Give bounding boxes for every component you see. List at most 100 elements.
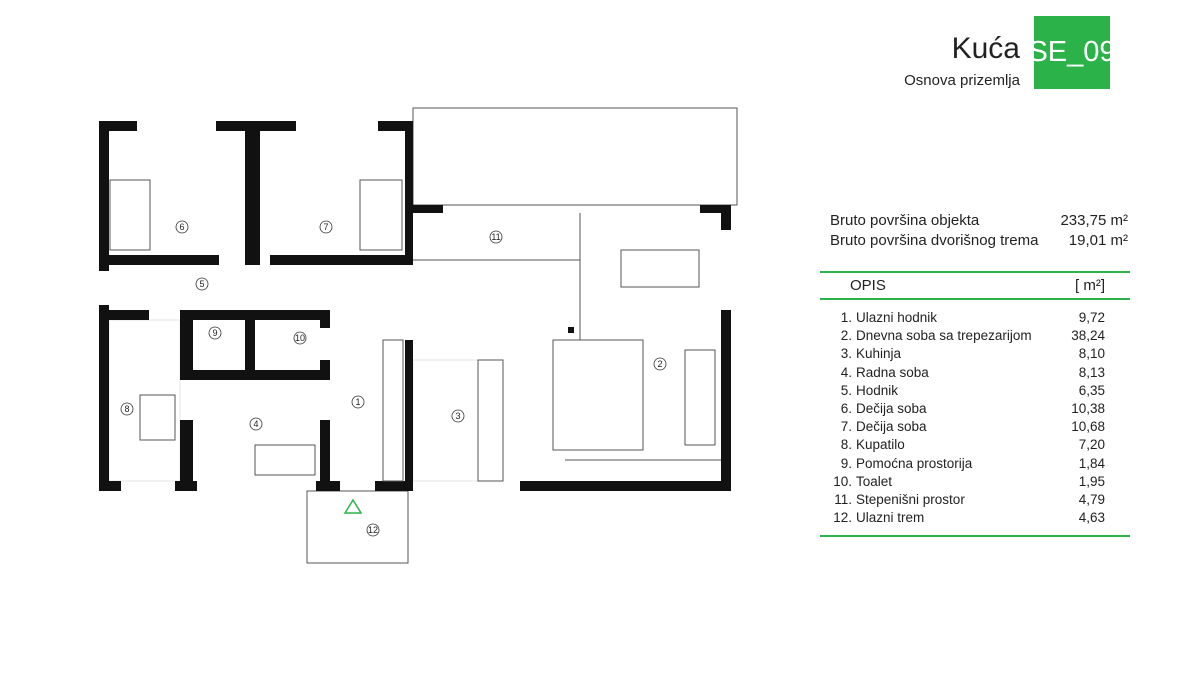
room-area: 6,35 — [1078, 382, 1105, 398]
room-name: 3.Kuhinja — [830, 345, 901, 363]
divider — [820, 271, 1130, 273]
house-title: Kuća — [951, 32, 1020, 65]
room-name: 2.Dnevna soba sa trepezarijom — [830, 327, 1032, 345]
room-number-marker: 11 — [489, 230, 503, 244]
room-number: 5. — [840, 382, 852, 398]
room-number-marker: 1 — [351, 395, 365, 409]
room-number-marker: 2 — [653, 357, 667, 371]
room-number-marker: 6 — [175, 220, 189, 234]
room-number: 7. — [840, 419, 852, 435]
room-name: 6.Dečija soba — [830, 400, 927, 418]
gross-value: 19,01 m² — [1068, 232, 1128, 249]
room-area: 9,72 — [1078, 310, 1105, 325]
room-name: 8.Kupatilo — [830, 436, 905, 454]
room-number-text: 8 — [124, 404, 129, 414]
room-number-text: 12 — [368, 525, 378, 535]
entrance-arrow-icon — [343, 498, 363, 514]
room-number-text: 3 — [455, 411, 460, 421]
room-area: 1,95 — [1078, 473, 1105, 489]
room-name: 11.Stepenišni prostor — [830, 491, 965, 509]
room-label: Toalet — [856, 473, 893, 489]
plan-subtitle: Osnova prizemlja — [904, 72, 1020, 89]
room-number: 10. — [833, 473, 852, 489]
room-area: 7,20 — [1078, 437, 1105, 453]
room-row: 3.Kuhinja 8,10 — [830, 345, 1105, 363]
room-number-text: 9 — [212, 328, 217, 338]
room-number: 3. — [840, 346, 852, 362]
room-area: 8,13 — [1078, 364, 1105, 380]
table-header: OPIS [ m²] — [850, 277, 1105, 294]
room-number-text: 1 — [355, 397, 360, 407]
room-label: Dečija soba — [856, 419, 927, 435]
room-label: Ulazni trem — [856, 510, 925, 526]
room-number-marker: 5 — [195, 277, 209, 291]
gross-value: 233,75 m² — [1060, 212, 1128, 229]
room-row: 10.Toalet 1,95 — [830, 473, 1105, 491]
room-label: Ulazni hodnik — [856, 310, 938, 325]
room-number: 9. — [840, 455, 852, 471]
room-area: 10,68 — [1071, 419, 1105, 435]
gross-area-porch: Bruto površina dvorišnog trema 19,01 m² — [830, 232, 1130, 249]
divider — [820, 298, 1130, 300]
col-area: [ m²] — [1075, 277, 1105, 294]
room-number: 2. — [840, 328, 852, 344]
room-label: Kupatilo — [856, 437, 905, 453]
tile-pattern — [108, 319, 479, 482]
room-number-text: 4 — [253, 419, 258, 429]
room-name: 10.Toalet — [830, 473, 892, 491]
room-label: Pomoćna prostorija — [856, 455, 973, 471]
model-code-badge: SE_09 — [1028, 16, 1116, 89]
room-number-text: 7 — [323, 222, 328, 232]
room-row: 5.Hodnik 6,35 — [830, 382, 1105, 400]
room-name: 7.Dečija soba — [830, 418, 927, 436]
room-label: Dnevna soba sa trepezarijom — [856, 328, 1032, 344]
walls — [99, 121, 731, 491]
room-label: Stepenišni prostor — [856, 491, 965, 507]
room-list: 1.Ulazni hodnik 9,72 2.Dnevna soba sa trep… — [830, 309, 1105, 527]
porch-outline — [306, 490, 409, 564]
room-row: 11.Stepenišni prostor 4,79 — [830, 491, 1105, 509]
room-number-text: 11 — [491, 232, 500, 242]
room-number-marker: 9 — [208, 326, 222, 340]
room-name: 5.Hodnik — [830, 382, 898, 400]
room-number-marker: 12 — [366, 523, 380, 537]
room-name: 12.Ulazni trem — [830, 509, 924, 527]
gross-area-building: Bruto površina objekta 233,75 m² — [830, 212, 1130, 229]
room-number: 12. — [833, 510, 852, 526]
room-number-marker: 7 — [319, 220, 333, 234]
room-number: 8. — [840, 437, 852, 453]
room-number: 11. — [834, 491, 852, 507]
room-number-text: 6 — [179, 222, 184, 232]
room-number-marker: 8 — [120, 402, 134, 416]
room-row: 8.Kupatilo 7,20 — [830, 436, 1105, 454]
room-area: 1,84 — [1078, 455, 1105, 471]
room-number-text: 10 — [295, 333, 305, 343]
room-label: Dečija soba — [856, 400, 927, 416]
room-row: 12.Ulazni trem 4,63 — [830, 509, 1105, 527]
room-number: 4. — [840, 364, 852, 380]
room-number-text: 5 — [199, 279, 204, 289]
gross-label: Bruto površina objekta — [830, 212, 980, 229]
room-row: 7.Dečija soba 10,68 — [830, 418, 1105, 436]
room-name: 1.Ulazni hodnik — [830, 309, 937, 327]
col-desc: OPIS — [850, 277, 886, 294]
room-row: 9.Pomoćna prostorija 1,84 — [830, 455, 1105, 473]
room-label: Hodnik — [856, 382, 899, 398]
room-area: 4,79 — [1078, 491, 1105, 507]
room-number-marker: 10 — [293, 331, 307, 345]
divider — [820, 535, 1130, 537]
room-name: 9.Pomoćna prostorija — [830, 455, 973, 473]
room-area: 4,63 — [1078, 510, 1105, 526]
room-area: 8,10 — [1078, 346, 1105, 362]
furniture — [109, 179, 721, 482]
room-number-marker: 4 — [249, 417, 263, 431]
room-area: 38,24 — [1071, 328, 1105, 344]
room-number-text: 2 — [657, 359, 662, 369]
room-row: 1.Ulazni hodnik 9,72 — [830, 309, 1105, 327]
gross-label: Bruto površina dvorišnog trema — [830, 232, 1039, 249]
room-number: 6. — [840, 400, 852, 416]
